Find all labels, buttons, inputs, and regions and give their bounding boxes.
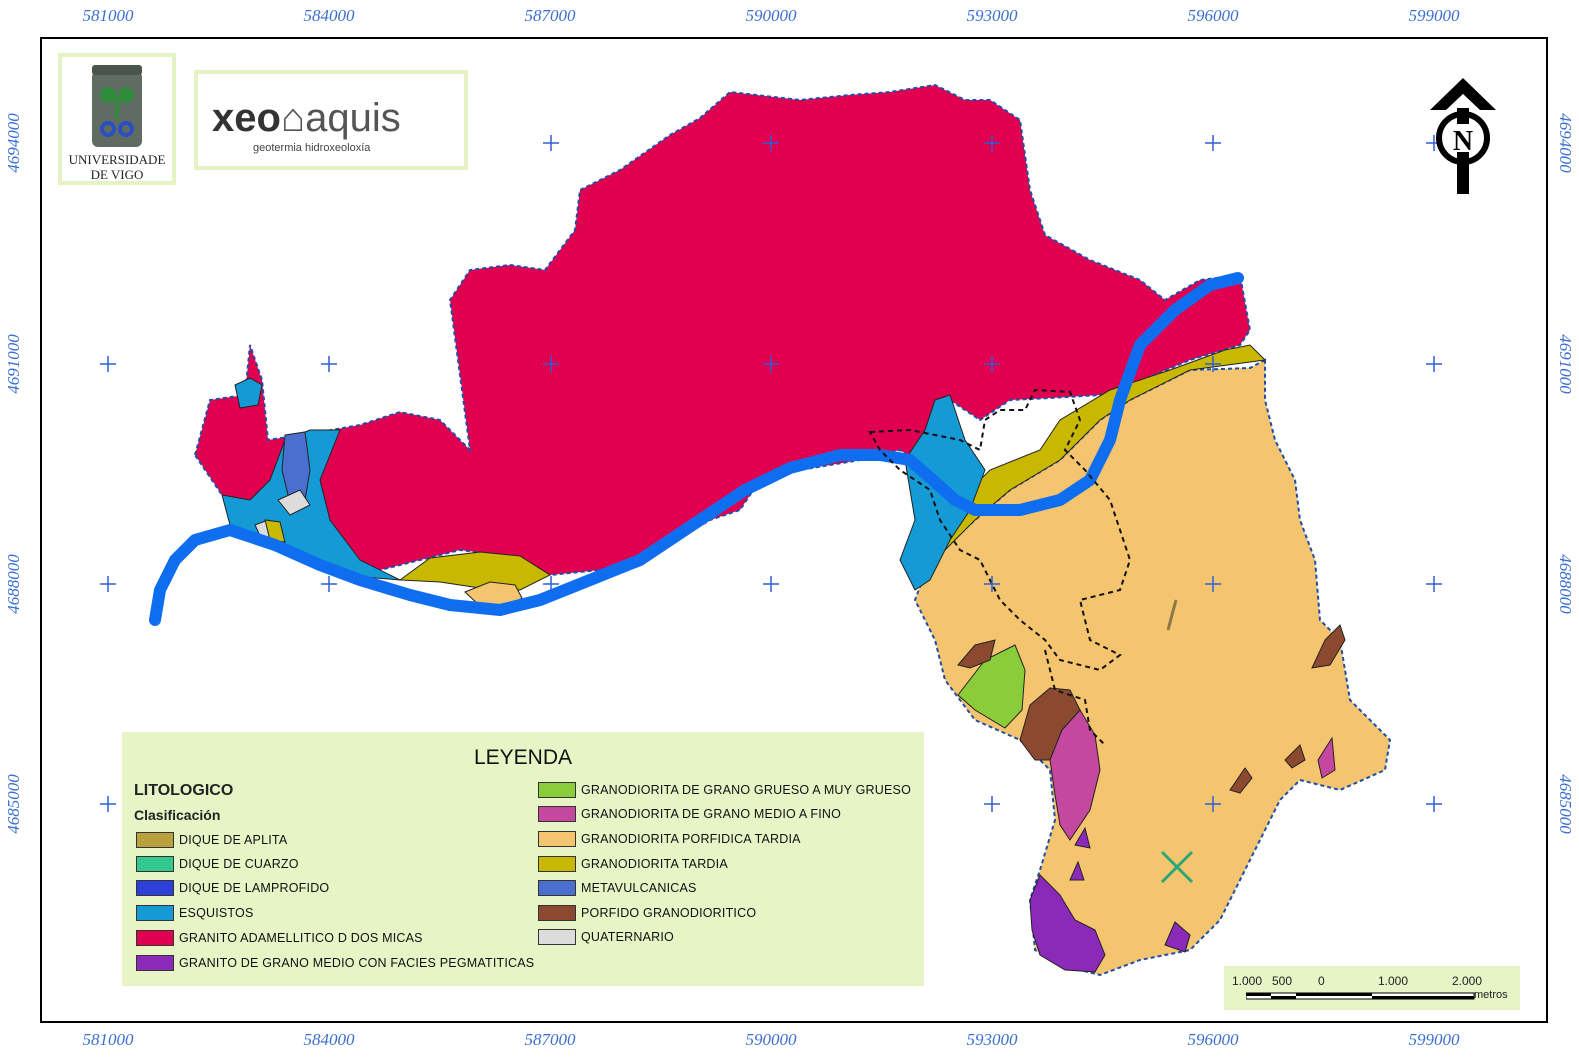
legend-swatch: [538, 929, 576, 945]
grid-crosses: [100, 135, 1442, 812]
scale-unit: metros: [1474, 989, 1508, 1001]
scale-label-500: 500: [1272, 974, 1293, 988]
unit-porfido-4: [1229, 767, 1253, 794]
xeoaquis-brand: xeo⌂aquis: [212, 96, 401, 140]
university-seal-icon: [92, 65, 142, 147]
legend-item-porfidica-tardia: GRANODIORITA PORFIDICA TARDIA: [538, 830, 801, 848]
legend-swatch: [136, 955, 174, 971]
unit-esquistos-nw: [234, 377, 263, 409]
legend-swatch: [538, 905, 576, 921]
university-name-line2: DE VIGO: [90, 167, 144, 182]
scale-bar-graphic: [1246, 992, 1475, 1000]
grid-label-top-584000: 584000: [303, 6, 355, 25]
legend-item-dique-aplita: DIQUE DE APLITA: [136, 831, 287, 849]
unit-quaternario-1: [277, 489, 311, 516]
grid-label-bottom-593000: 593000: [966, 1030, 1018, 1049]
unit-porfido-3: [957, 639, 996, 669]
unit-granito-pegmatitico-2: [1164, 921, 1191, 953]
legend-title: LEYENDA: [473, 746, 573, 769]
north-arrow-icon: N: [1430, 78, 1496, 194]
unit-porfido-5: [1284, 744, 1306, 769]
legend-swatch: [538, 806, 576, 822]
legend-item-granito-pegmatitico: GRANITO DE GRANO MEDIO CON FACIES PEGMAT…: [136, 954, 534, 972]
unit-granodiorita-tardia-west: [398, 551, 552, 591]
river: [149, 272, 1244, 626]
legend-item-grano-grueso: GRANODIORITA DE GRANO GRUESO A MUY GRUES…: [538, 781, 911, 799]
unit-granodiorita-grano-medio-2: [1317, 736, 1336, 779]
legend-subtitle: LITOLOGICO: [134, 782, 234, 799]
map-frame: [40, 37, 1548, 1023]
scale-label-2000: 2.000: [1452, 974, 1483, 988]
legend-swatch: [538, 782, 576, 798]
scale-label-1000: 1.000: [1378, 974, 1409, 988]
north-letter: N: [1453, 126, 1473, 157]
grid-label-bottom-590000: 590000: [745, 1030, 797, 1049]
legend-swatch: [136, 905, 174, 921]
grid-label-top-587000: 587000: [524, 6, 576, 25]
grid-label-bottom-599000: 599000: [1408, 1030, 1460, 1049]
legend-item-quaternario: QUATERNARIO: [538, 928, 674, 946]
unit-granodiorita-grano-medio: [1049, 709, 1101, 841]
grid-label-top-590000: 590000: [745, 6, 797, 25]
unit-porfido-2: [1311, 624, 1346, 669]
legend-classification: Clasificación: [134, 807, 221, 823]
legend-swatch: [538, 831, 576, 847]
legend-swatch: [136, 832, 174, 848]
legend-item-granito-adamellitico: GRANITO ADAMELLITICO D DOS MICAS: [136, 929, 423, 947]
xeoaquis-logo: xeo⌂aquis geotermia hidroxeoloxía: [194, 70, 468, 170]
legend-item-metavulcanicas: METAVULCANICAS: [538, 879, 697, 897]
unit-granito-pegmatitico: [1029, 874, 1106, 973]
house-icon: ⌂: [280, 96, 306, 140]
grid-label-bottom-596000: 596000: [1187, 1030, 1239, 1049]
grid-label-top-581000: 581000: [82, 6, 134, 25]
unit-granito-pegmatitico-3: [1069, 860, 1085, 881]
scale-bar: 1.000 500 0 1.000 2.000 metros: [1224, 966, 1520, 1010]
grid-label-top-593000: 593000: [966, 6, 1018, 25]
grid-label-top-596000: 596000: [1187, 6, 1239, 25]
grid-label-bottom-587000: 587000: [524, 1030, 576, 1049]
boundary-dashed: [868, 388, 1132, 672]
legend-swatch: [136, 880, 174, 896]
legend-item-tardia: GRANODIORITA TARDIA: [538, 855, 728, 873]
unit-dique-aplita: [1166, 599, 1178, 631]
boundary-dashed-ext: [1044, 649, 1106, 746]
university-logo: UNIVERSIDADE DE VIGO: [58, 53, 176, 185]
legend-swatch: [136, 856, 174, 872]
scale-label-1000-left: 1.000: [1232, 974, 1263, 988]
unit-tardia-small: [264, 519, 286, 543]
unit-granito-pegmatitico-4: [1074, 826, 1091, 849]
legend-item-grano-medio: GRANODIORITA DE GRANO MEDIO A FINO: [538, 805, 841, 823]
legend-swatch: [538, 856, 576, 872]
grid-label-bottom-581000: 581000: [82, 1030, 134, 1049]
legend-item-porfido: PORFIDO GRANODIORITICO: [538, 904, 756, 922]
grid-label-bottom-584000: 584000: [303, 1030, 355, 1049]
xeoaquis-tagline: geotermia hidroxeoloxía: [253, 142, 371, 154]
legend-swatch: [538, 880, 576, 896]
legend-swatch: [136, 930, 174, 946]
unit-dique-cuarzo: [1160, 850, 1194, 884]
legend-item-esquistos: ESQUISTOS: [136, 904, 254, 922]
unit-granito-adamellitico: [193, 83, 1252, 577]
legend-panel: LEYENDA LITOLOGICO Clasificación DIQUE D…: [122, 732, 924, 986]
scale-label-0: 0: [1318, 974, 1325, 988]
university-name-line1: UNIVERSIDADE: [68, 152, 166, 167]
grid-label-top-599000: 599000: [1408, 6, 1460, 25]
legend-item-dique-lamprofido: DIQUE DE LAMPROFIDO: [136, 879, 329, 897]
legend-item-dique-cuarzo: DIQUE DE CUARZO: [136, 855, 299, 873]
